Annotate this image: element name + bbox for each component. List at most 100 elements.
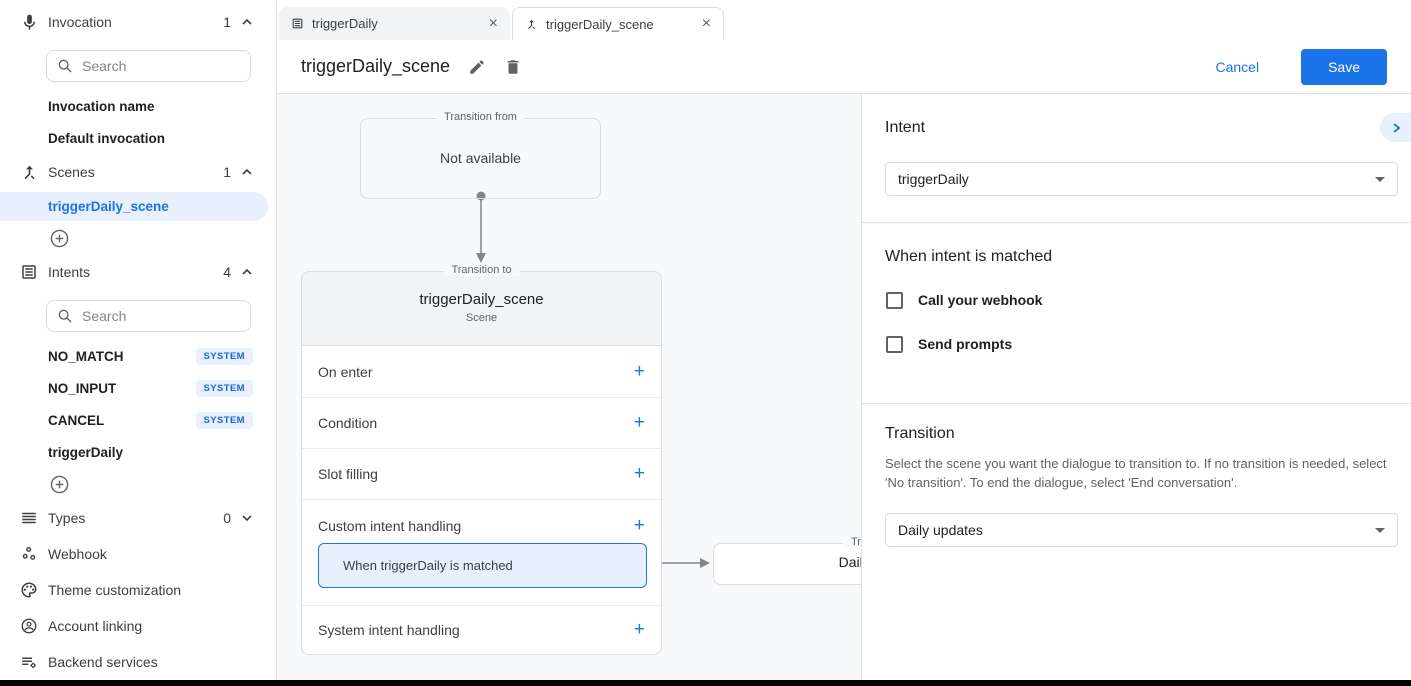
transition-target-node[interactable]: Transition to Daily updates bbox=[713, 536, 861, 585]
section-count: 4 bbox=[223, 264, 231, 280]
send-prompts-checkbox[interactable] bbox=[886, 335, 903, 353]
section-label: Scenes bbox=[48, 164, 95, 180]
add-icon[interactable]: + bbox=[633, 360, 645, 382]
item-label: NO_MATCH bbox=[48, 348, 124, 364]
invocation-search bbox=[46, 50, 251, 82]
add-circle-icon bbox=[50, 229, 69, 248]
system-badge: SYSTEM bbox=[195, 379, 253, 397]
checkbox-label: Send prompts bbox=[918, 336, 1013, 352]
row-label: Condition bbox=[318, 415, 378, 431]
handler-label: When triggerDaily is matched bbox=[343, 558, 513, 573]
sidebar-section-intents[interactable]: Intents 4 bbox=[0, 258, 277, 286]
chevron-down-icon bbox=[241, 512, 253, 524]
section-label: Webhook bbox=[48, 546, 107, 562]
scene-node-title: triggerDaily_scene bbox=[419, 291, 544, 308]
sidebar-section-account-linking[interactable]: Account linking bbox=[0, 612, 277, 640]
add-icon[interactable]: + bbox=[633, 412, 645, 433]
webhook-option-row: Call your webhook bbox=[886, 290, 1042, 310]
section-label: Backend services bbox=[48, 654, 158, 670]
sidebar-section-invocation[interactable]: Invocation 1 bbox=[0, 8, 277, 36]
section-count: 1 bbox=[223, 164, 231, 180]
intent-doc-icon bbox=[291, 17, 304, 30]
transition-select[interactable]: Daily updates bbox=[885, 513, 1398, 547]
scene-row-condition: Condition + bbox=[302, 397, 661, 448]
intent-select[interactable]: triggerDaily bbox=[885, 162, 1398, 196]
transition-select-value: Daily updates bbox=[898, 522, 983, 538]
add-scene-button[interactable] bbox=[50, 229, 69, 248]
add-icon[interactable]: + bbox=[633, 514, 645, 536]
tab-bar: triggerDaily × triggerDaily_scene × bbox=[277, 0, 1411, 40]
sidebar-item-default-invocation[interactable]: Default invocation bbox=[48, 126, 253, 150]
call-webhook-checkbox[interactable] bbox=[886, 291, 903, 309]
sidebar-item-invocation-name[interactable]: Invocation name bbox=[48, 94, 253, 118]
sidebar-section-types[interactable]: Types 0 bbox=[0, 504, 277, 532]
tab-label: triggerDaily bbox=[312, 16, 378, 31]
sidebar-section-backend-services[interactable]: Backend services bbox=[0, 648, 277, 676]
sidebar-item-triggerdaily-scene[interactable]: triggerDaily_scene bbox=[0, 192, 268, 221]
search-input[interactable] bbox=[82, 308, 240, 324]
backend-services-icon bbox=[20, 653, 39, 672]
scene-branch-icon bbox=[20, 163, 39, 182]
panel-divider bbox=[862, 403, 1411, 404]
intents-doc-icon bbox=[20, 263, 39, 282]
edit-pencil-icon[interactable] bbox=[468, 58, 486, 76]
transition-from-content: Not available bbox=[440, 150, 521, 166]
intent-handler-when-triggerdaily-matched[interactable]: When triggerDaily is matched bbox=[318, 543, 647, 588]
add-intent-button[interactable] bbox=[50, 475, 69, 494]
types-lines-icon bbox=[20, 509, 39, 528]
sidebar-item-cancel-intent[interactable]: CANCEL SYSTEM bbox=[48, 408, 253, 432]
scene-branch-icon bbox=[525, 18, 538, 31]
intents-search bbox=[46, 300, 251, 332]
add-circle-icon bbox=[50, 475, 69, 494]
scene-node-header: triggerDaily_scene Scene bbox=[302, 272, 661, 346]
scene-diagram-canvas: Transition from Not available Transition… bbox=[277, 94, 861, 680]
sidebar-section-theme[interactable]: Theme customization bbox=[0, 576, 277, 604]
delete-trash-icon[interactable] bbox=[504, 58, 522, 76]
node-legend: Transition from bbox=[436, 111, 525, 123]
chevron-up-icon bbox=[241, 166, 253, 178]
scene-row-system-intent-handling: System intent handling + bbox=[302, 605, 661, 654]
system-badge: SYSTEM bbox=[195, 347, 253, 365]
search-icon bbox=[58, 59, 72, 73]
sidebar-item-triggerdaily-intent[interactable]: triggerDaily bbox=[48, 440, 253, 464]
node-legend: Transition to bbox=[842, 536, 861, 548]
close-icon[interactable]: × bbox=[488, 14, 498, 32]
sidebar-item-no-match[interactable]: NO_MATCH SYSTEM bbox=[48, 344, 253, 368]
sidebar-section-webhook[interactable]: Webhook bbox=[0, 540, 277, 568]
tab-label: triggerDaily_scene bbox=[546, 16, 654, 32]
item-label: Default invocation bbox=[48, 130, 166, 146]
sidebar: Invocation 1 Invocation name Default inv… bbox=[0, 0, 277, 680]
section-label: Invocation bbox=[48, 14, 112, 30]
chevron-up-icon bbox=[241, 16, 253, 28]
scene-row-slot-filling: Slot filling + bbox=[302, 448, 661, 499]
scene-row-on-enter: On enter + bbox=[302, 346, 661, 397]
item-label: triggerDaily bbox=[48, 444, 124, 460]
transition-from-node: Transition from Not available bbox=[360, 111, 601, 199]
section-count: 0 bbox=[223, 510, 231, 526]
collapse-panel-button[interactable] bbox=[1380, 113, 1411, 142]
chevron-right-icon bbox=[1392, 122, 1400, 133]
section-label: Intents bbox=[48, 264, 91, 280]
tab-triggerdaily-scene[interactable]: triggerDaily_scene × bbox=[512, 7, 724, 40]
tab-triggerdaily[interactable]: triggerDaily × bbox=[279, 7, 510, 40]
dropdown-caret-icon bbox=[1375, 527, 1385, 533]
save-button[interactable]: Save bbox=[1301, 48, 1387, 85]
when-matched-heading: When intent is matched bbox=[885, 248, 1053, 265]
item-label: Invocation name bbox=[48, 98, 155, 114]
panel-divider bbox=[862, 222, 1411, 223]
item-label: CANCEL bbox=[48, 412, 105, 428]
sidebar-item-no-input[interactable]: NO_INPUT SYSTEM bbox=[48, 376, 253, 400]
add-icon[interactable]: + bbox=[633, 463, 645, 484]
account-person-icon bbox=[20, 617, 39, 636]
cancel-button[interactable]: Cancel bbox=[1215, 58, 1260, 75]
node-legend: Transition to bbox=[443, 264, 520, 276]
transition-heading: Transition bbox=[885, 425, 955, 442]
intent-editor-panel: Intent triggerDaily When intent is match… bbox=[861, 94, 1411, 680]
section-label: Types bbox=[48, 510, 86, 526]
row-top: Custom intent handling + bbox=[302, 500, 661, 551]
close-icon[interactable]: × bbox=[701, 15, 711, 32]
add-icon[interactable]: + bbox=[633, 619, 645, 640]
sidebar-section-scenes[interactable]: Scenes 1 bbox=[0, 158, 277, 186]
search-input[interactable] bbox=[82, 58, 240, 74]
